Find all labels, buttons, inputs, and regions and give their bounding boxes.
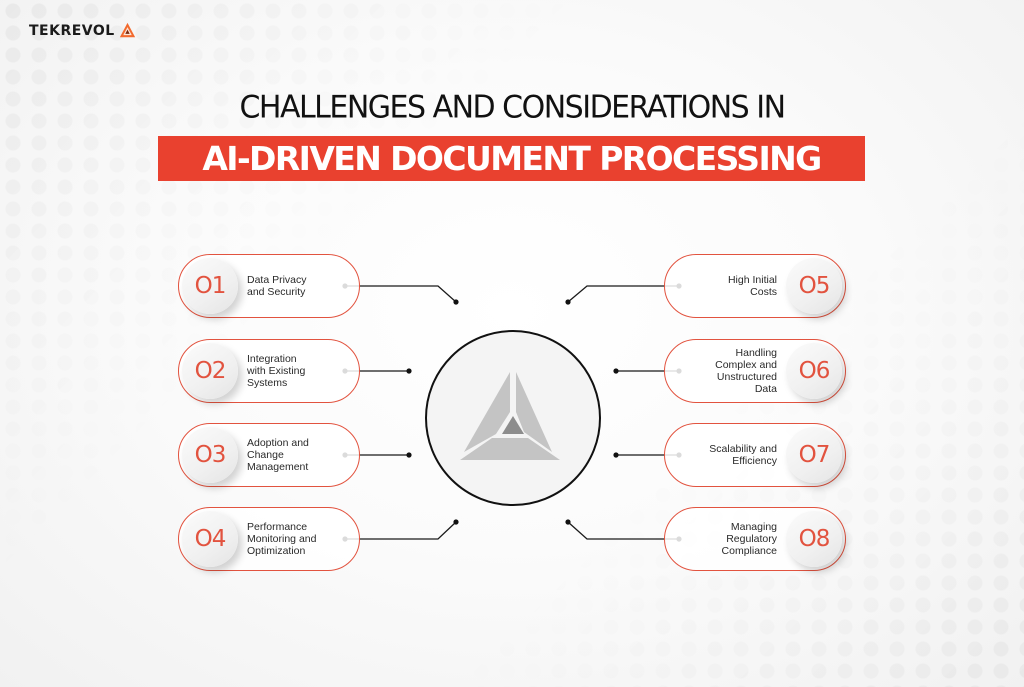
item-number-badge: O5 bbox=[786, 258, 842, 314]
challenge-item-08: O8 Managing Regulatory Compliance bbox=[664, 507, 846, 571]
item-label: Performance Monitoring and Optimization bbox=[247, 521, 317, 557]
logo-text: TEKREVOL bbox=[29, 22, 115, 39]
item-number-badge: O2 bbox=[182, 343, 238, 399]
item-label: Adoption and Change Management bbox=[247, 437, 309, 473]
brand-logo: TEKREVOL bbox=[29, 22, 136, 39]
triangle-logo-icon bbox=[119, 22, 135, 38]
challenge-item-01: O1 Data Privacy and Security bbox=[178, 254, 360, 318]
item-label: High Initial Costs bbox=[727, 274, 777, 298]
item-number-badge: O8 bbox=[786, 511, 842, 567]
page-title-line1: CHALLENGES AND CONSIDERATIONS IN bbox=[239, 89, 786, 126]
challenge-item-02: O2 Integration with Existing Systems bbox=[178, 339, 360, 403]
challenge-item-04: O4 Performance Monitoring and Optimizati… bbox=[178, 507, 360, 571]
page-title-line2: AI-DRIVEN DOCUMENT PROCESSING bbox=[202, 139, 822, 178]
center-emblem bbox=[425, 330, 601, 506]
item-label: Data Privacy and Security bbox=[247, 274, 307, 298]
item-number-badge: O3 bbox=[182, 427, 238, 483]
item-label: Integration with Existing Systems bbox=[247, 353, 306, 389]
challenge-item-06: O6 Handling Complex and Unstructured Dat… bbox=[664, 339, 846, 403]
item-label: Scalability and Efficiency bbox=[709, 443, 777, 467]
item-number-badge: O4 bbox=[182, 511, 238, 567]
title-banner: AI-DRIVEN DOCUMENT PROCESSING bbox=[158, 136, 865, 181]
challenge-item-03: O3 Adoption and Change Management bbox=[178, 423, 360, 487]
challenge-item-05: O5 High Initial Costs bbox=[664, 254, 846, 318]
item-label: Handling Complex and Unstructured Data bbox=[715, 347, 777, 395]
triangle-emblem-icon bbox=[460, 372, 560, 460]
item-number-badge: O7 bbox=[786, 427, 842, 483]
challenge-item-07: O7 Scalability and Efficiency bbox=[664, 423, 846, 487]
item-number-badge: O6 bbox=[786, 343, 842, 399]
item-label: Managing Regulatory Compliance bbox=[721, 521, 777, 557]
item-number-badge: O1 bbox=[182, 258, 238, 314]
